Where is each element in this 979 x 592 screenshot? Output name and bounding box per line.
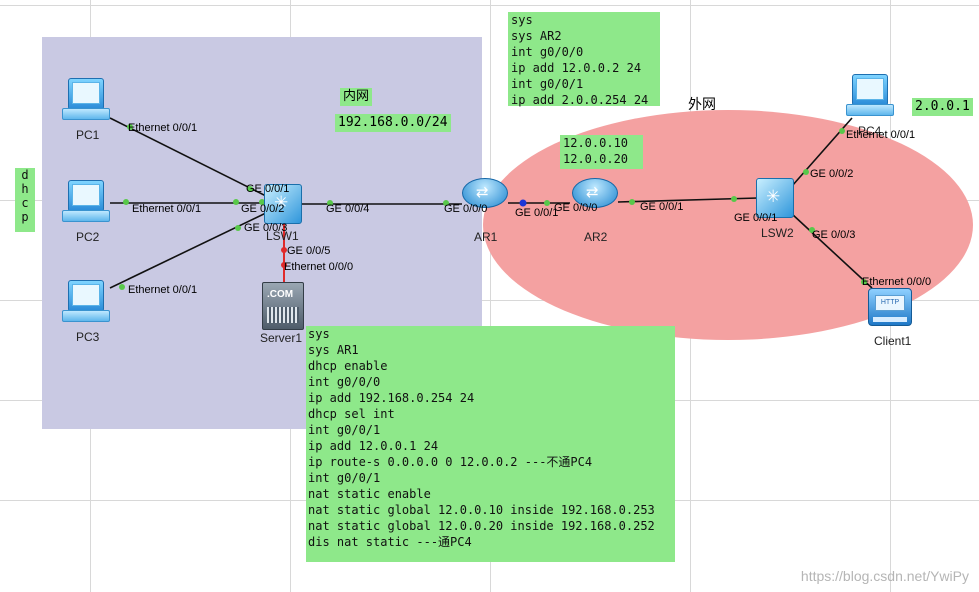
- dhcp-letter: h: [21, 182, 29, 196]
- pc3-icon[interactable]: [62, 280, 110, 322]
- pc1-icon[interactable]: [62, 78, 110, 120]
- outer-zone-label: 外网: [688, 97, 716, 113]
- link-lsw2-client1: [791, 213, 873, 289]
- link-pc3-lsw1: [109, 211, 269, 289]
- lsw1-label: LSW1: [266, 229, 299, 243]
- pc2-label: PC2: [76, 230, 100, 244]
- port-label-pc2-e001: Ethernet 0/0/1: [132, 203, 202, 215]
- lsw2-switch-icon[interactable]: [756, 178, 794, 218]
- port-label-lsw1-ge004: GE 0/0/4: [326, 203, 370, 215]
- client1-label: Client1: [874, 334, 912, 348]
- ar1-label: AR1: [474, 230, 498, 244]
- dhcp-tag: d h c p: [15, 168, 35, 232]
- port-label-lsw1-ge002: GE 0/0/2: [241, 203, 285, 215]
- ar2-config-note: sys sys AR2 int g0/0/0 ip add 12.0.0.2 2…: [508, 12, 660, 107]
- pc3-label: PC3: [76, 330, 100, 344]
- ar1-router-icon[interactable]: [462, 178, 508, 208]
- server1-icon[interactable]: .COM: [262, 282, 304, 330]
- ar2-label: AR2: [584, 230, 608, 244]
- link-pc1-lsw1: [109, 117, 269, 198]
- lsw1-switch-icon[interactable]: [264, 184, 302, 224]
- server1-label: Server1: [260, 331, 303, 345]
- port-label-lsw1-ge001: GE 0/0/1: [246, 183, 290, 195]
- port-label-client1-e000: Ethernet 0/0/0: [862, 276, 932, 288]
- port-label-server1-e000: Ethernet 0/0/0: [284, 261, 354, 273]
- ar2-router-icon[interactable]: [572, 178, 618, 208]
- pc2-icon[interactable]: [62, 180, 110, 222]
- link-ar2-lsw2: [617, 197, 759, 203]
- pc1-label: PC1: [76, 128, 100, 142]
- port-label-pc3-e001: Ethernet 0/0/1: [128, 284, 198, 296]
- pc4-label: PC4: [858, 124, 882, 138]
- pc4-icon[interactable]: [846, 74, 894, 116]
- lsw2-label: LSW2: [761, 226, 794, 240]
- port-label-ar1-ge001: GE 0/0/1: [515, 207, 559, 219]
- port-label-lsw2-ge003: GE 0/0/3: [812, 229, 856, 241]
- dhcp-letter: c: [21, 196, 29, 210]
- dhcp-letter: p: [21, 210, 29, 224]
- nat-ip-note: 12.0.0.10 12.0.0.20: [560, 135, 643, 169]
- port-label-ar2-ge001: GE 0/0/1: [640, 201, 684, 213]
- port-label-ar2-ge000: GE 0/0/0: [554, 202, 598, 214]
- watermark: https://blog.csdn.net/YwiPy: [800, 568, 969, 584]
- dhcp-letter: d: [21, 168, 29, 182]
- pc4-ip-note: 2.0.0.1: [912, 98, 973, 116]
- server1-badge: .COM: [267, 289, 294, 300]
- port-label-ar1-ge000: GE 0/0/0: [444, 203, 488, 215]
- inner-subnet-label: 192.168.0.0/24: [335, 114, 451, 132]
- port-label-pc1-e001: Ethernet 0/0/1: [128, 122, 198, 134]
- port-label-pc4-e001: Ethernet 0/0/1: [846, 129, 916, 141]
- client1-icon[interactable]: HTTP: [868, 288, 912, 326]
- ar1-config-note: sys sys AR1 dhcp enable int g0/0/0 ip ad…: [306, 326, 675, 562]
- port-label-lsw2-ge001: GE 0/0/1: [734, 212, 778, 224]
- port-label-lsw2-ge002: GE 0/0/2: [810, 168, 854, 180]
- port-label-lsw1-ge005: GE 0/0/5: [287, 245, 331, 257]
- inner-zone-label: 内网: [340, 88, 373, 106]
- client1-badge: HTTP: [875, 295, 905, 311]
- port-label-lsw1-ge003: GE 0/0/3: [244, 222, 288, 234]
